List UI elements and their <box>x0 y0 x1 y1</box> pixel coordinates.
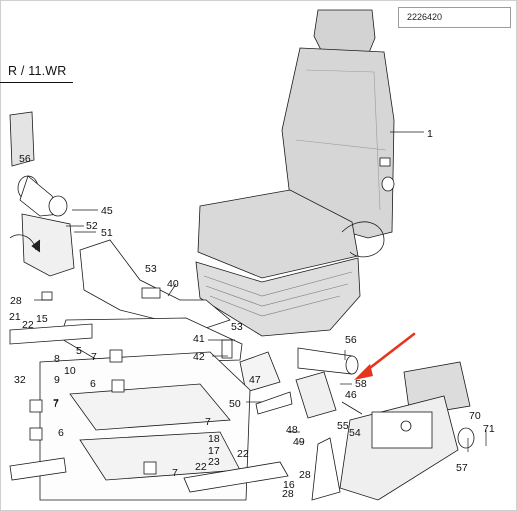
callout-1: 1 <box>427 128 433 140</box>
callout-6b: 6 <box>58 427 64 439</box>
callout-6a: 6 <box>90 378 96 390</box>
callout-71: 71 <box>483 423 495 435</box>
callout-55: 55 <box>337 420 349 432</box>
left-bracket-assembly <box>9 111 75 301</box>
callout-7c: 7 <box>205 416 211 428</box>
callout-52: 52 <box>86 220 98 232</box>
callout-45: 45 <box>101 205 113 217</box>
callout-51: 51 <box>101 227 113 239</box>
title-underline <box>0 82 73 83</box>
callout-22: 22 <box>22 319 34 331</box>
callout-15: 15 <box>36 313 48 325</box>
callout-53: 53 <box>145 263 157 275</box>
callout-7b: 7 <box>53 398 59 410</box>
callout-42: 42 <box>193 351 205 363</box>
highlight-arrow <box>354 332 416 380</box>
callout-46: 46 <box>345 389 357 401</box>
leader-lines <box>34 131 487 452</box>
callout-23: 23 <box>208 456 220 468</box>
callout-40: 40 <box>167 278 179 290</box>
callout-57: 57 <box>456 462 468 474</box>
callout-49: 49 <box>293 436 305 448</box>
callout-53b: 53 <box>231 321 243 333</box>
callout-22b: 22 <box>195 461 207 473</box>
callout-32: 32 <box>14 374 26 386</box>
callout-50: 50 <box>229 398 241 410</box>
callout-7e: 7 <box>53 397 59 409</box>
callout-54: 54 <box>349 427 361 439</box>
callout-56: 56 <box>19 153 31 165</box>
seat-assembly <box>195 9 395 337</box>
callout-17: 17 <box>208 445 220 457</box>
control-console <box>311 361 475 501</box>
callout-48: 48 <box>286 424 298 436</box>
callout-47: 47 <box>249 374 261 386</box>
callout-8: 8 <box>54 353 60 365</box>
callout-70: 70 <box>469 410 481 422</box>
callout-7a: 7 <box>91 351 97 363</box>
callout-16: 16 <box>283 479 295 491</box>
seat-backrest <box>281 47 395 239</box>
callout-28b: 28 <box>282 488 294 500</box>
callout-labels: 1 56 45 52 51 53 40 28 15 21 22 5 41 42 … <box>9 128 495 500</box>
callout-7d: 7 <box>172 467 178 479</box>
callout-21: 21 <box>9 311 21 323</box>
callout-9: 9 <box>54 374 60 386</box>
hydraulic-parts <box>239 347 363 419</box>
part-number-field[interactable]: 2226420 <box>398 7 511 28</box>
callout-56b: 56 <box>345 334 357 346</box>
lower-rail-assembly <box>9 323 289 501</box>
callout-5: 5 <box>76 345 82 357</box>
callout-58: 58 <box>355 378 367 390</box>
callout-28c: 28 <box>299 469 311 481</box>
callout-28: 28 <box>10 295 22 307</box>
model-title: R / 11.WR <box>8 64 67 78</box>
seat-headrest <box>313 9 376 56</box>
callout-22c: 22 <box>237 448 249 460</box>
callout-41: 41 <box>193 333 205 345</box>
callout-18: 18 <box>208 433 220 445</box>
callout-10: 10 <box>64 365 76 377</box>
